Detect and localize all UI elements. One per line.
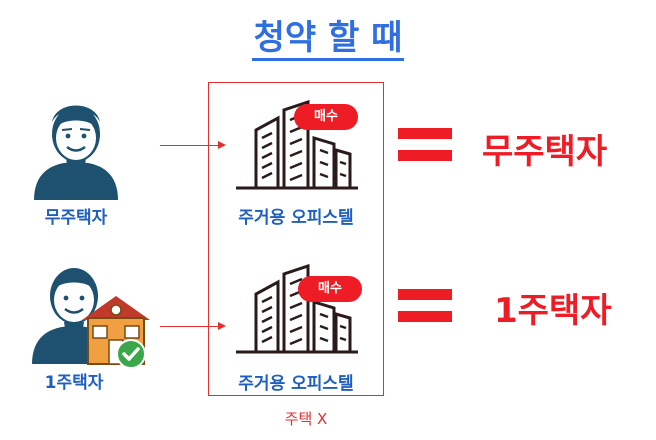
officetel-box [208,82,384,396]
office-building-icon [236,100,358,190]
check-icon [116,339,146,369]
person-label-no-home: 무주택자 [44,208,108,228]
result-label-1: 무주택자 [482,132,608,172]
officetel-label-1: 주거용 오피스텔 [238,208,354,228]
box-caption: 주택 X [284,410,328,428]
office-building-icon [236,264,358,354]
buy-badge-1: 매수 [294,104,358,130]
page-title-text: 청약 할 때 [251,18,405,61]
person-icon [34,105,118,200]
equals-sign-1 [398,128,452,161]
equals-sign-2 [398,289,452,322]
page-title: 청약 할 때 [0,10,656,61]
arrow-row-2 [160,322,226,330]
arrow-row-1 [160,141,226,149]
buy-badge-2: 매수 [298,276,362,302]
person-label-one-home: 1주택자 [44,373,104,393]
person-with-house-icon [32,268,150,365]
officetel-label-2: 주거용 오피스텔 [238,374,354,394]
result-label-2: 1주택자 [494,291,612,331]
